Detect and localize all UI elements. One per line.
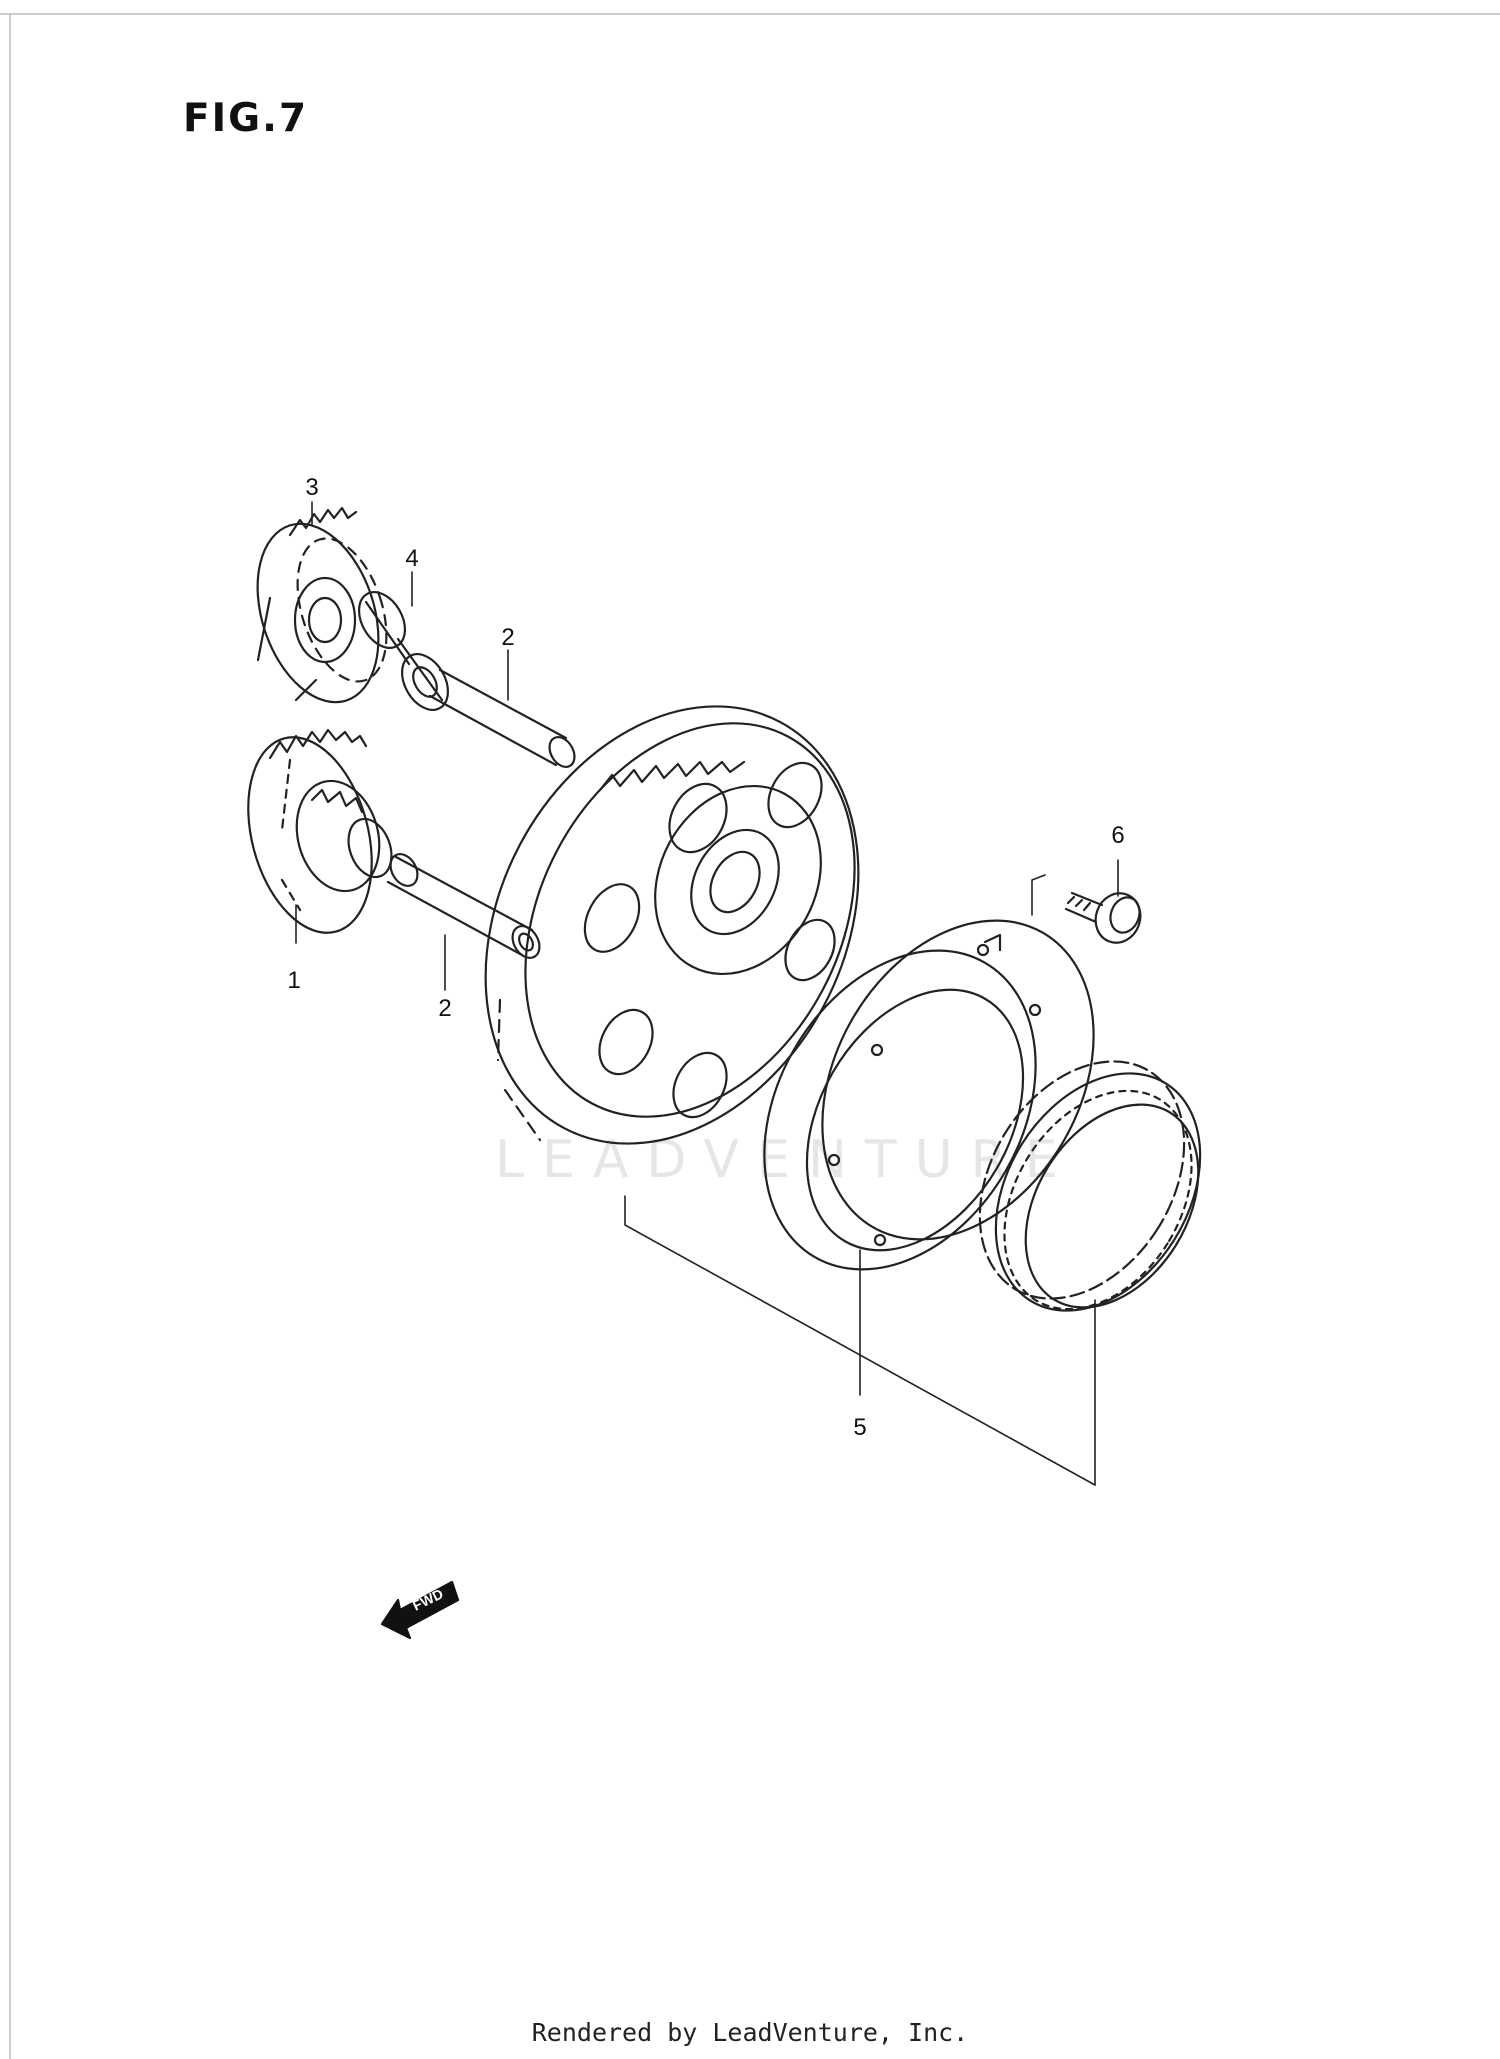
callout-leaders [295, 501, 1119, 1486]
callout-1: 1 [287, 967, 300, 994]
part-5-starter-driven-gear [484, 705, 860, 1145]
callout-labels: 3 4 2 1 2 6 5 FWD [287, 474, 1124, 1614]
render-credit: Rendered by LeadVenture, Inc. [531, 2018, 969, 2047]
callout-2-upper: 2 [501, 624, 514, 651]
part-5-one-way-clutch [978, 1060, 1202, 1312]
part-2-upper-shaft [428, 668, 576, 769]
part-5-clutch-housing [763, 919, 1095, 1271]
watermark: LEADVENTURE [495, 1130, 1076, 1190]
part-6-bolt [1064, 891, 1142, 944]
callout-5: 5 [853, 1414, 866, 1441]
part-2-lower-shaft [386, 853, 541, 959]
fwd-arrow-icon [380, 1580, 460, 1640]
figure-title: FIG.7 [183, 96, 309, 141]
callout-2-lower: 2 [438, 995, 451, 1022]
part-1-starter-idler-gear [247, 728, 393, 934]
part-4-bushing [357, 591, 450, 711]
callout-6: 6 [1111, 822, 1124, 849]
part-3-idler-gear [256, 506, 388, 704]
callout-3: 3 [305, 474, 318, 501]
callout-4: 4 [405, 545, 418, 572]
